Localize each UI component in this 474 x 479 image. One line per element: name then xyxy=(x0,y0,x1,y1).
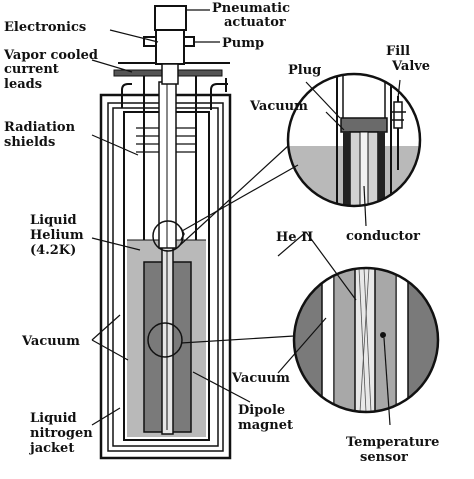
magnet-zoom-circle xyxy=(147,322,183,358)
label-nitrogen-1: Liquid xyxy=(30,411,77,426)
label-fill: Fill xyxy=(386,44,410,59)
label-plug: Plug xyxy=(288,63,321,78)
label-helium-3: (4.2K) xyxy=(30,243,76,258)
diagram-labels: Pneumatic actuator Electronics Pump Vapo… xyxy=(3,1,439,465)
label-radiation-2: shields xyxy=(4,135,55,150)
label-radiation-1: Radiation xyxy=(4,120,76,135)
label-pump: Pump xyxy=(222,36,264,51)
label-conductor: conductor xyxy=(346,229,420,244)
top-detail-circle xyxy=(286,72,422,208)
label-he-ii: He II xyxy=(276,230,313,245)
label-nitrogen-2: nitrogen xyxy=(30,426,93,441)
pump-neck xyxy=(161,63,179,85)
label-helium-2: Helium xyxy=(30,228,84,243)
cryostat-body xyxy=(99,5,232,460)
valve-mark xyxy=(180,227,185,241)
label-nitrogen-3: jacket xyxy=(29,441,74,456)
label-dipole-2: magnet xyxy=(238,418,293,433)
label-temperature-1: Temperature xyxy=(346,435,439,450)
label-dipole-1: Dipole xyxy=(238,403,285,418)
label-vapor-1: Vapor cooled xyxy=(3,48,98,63)
label-valve: Valve xyxy=(391,59,430,74)
pump-body xyxy=(155,29,185,65)
label-electronics: Electronics xyxy=(4,20,86,35)
leader-lines xyxy=(91,9,401,426)
label-pneumatic-2: actuator xyxy=(224,15,286,30)
zoom-connectors xyxy=(177,145,299,344)
label-vapor-3: leads xyxy=(4,77,42,92)
right-pipe xyxy=(210,83,228,110)
label-vacuum-detail-top: Vacuum xyxy=(249,99,308,114)
label-vapor-2: current xyxy=(4,62,59,77)
label-vacuum-left: Vacuum xyxy=(21,334,80,349)
pneumatic-actuator-body xyxy=(154,5,187,31)
left-pipe xyxy=(121,83,132,108)
bottom-detail-circle xyxy=(292,266,440,414)
label-helium-1: Liquid xyxy=(30,213,77,228)
label-pneumatic-1: Pneumatic xyxy=(212,1,290,16)
label-temperature-2: sensor xyxy=(360,450,408,465)
label-vacuum-detail-bottom: Vacuum xyxy=(231,371,290,386)
